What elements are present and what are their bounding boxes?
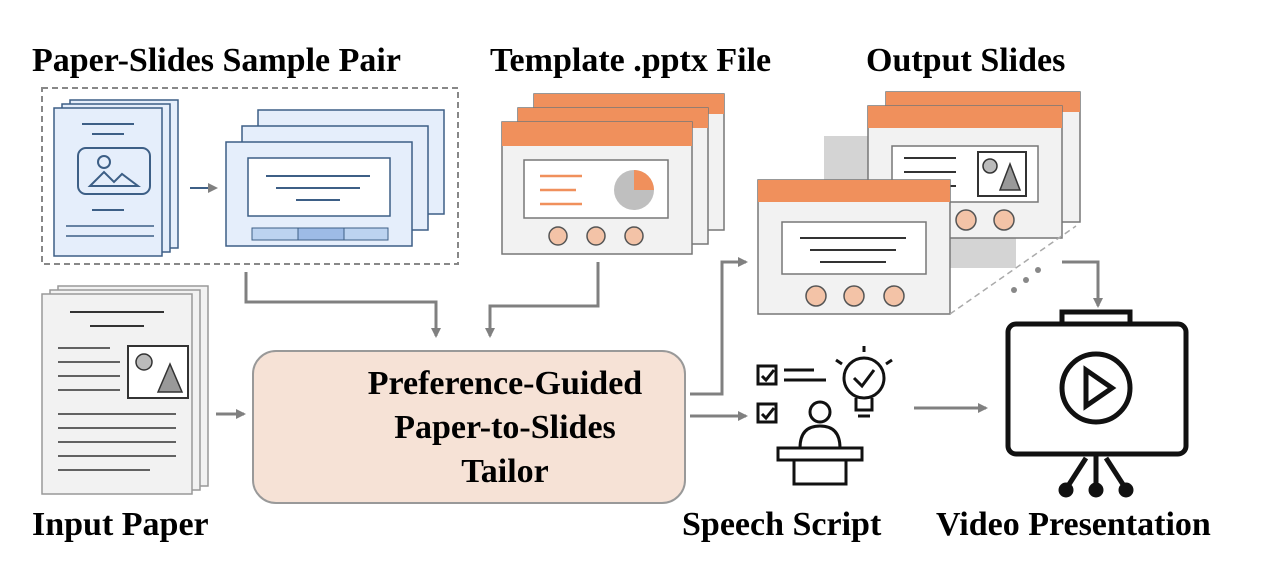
sample-pair-label: Paper-Slides Sample Pair [32,42,401,79]
sample-pair-group [41,87,459,265]
flow-arrows [216,257,1103,421]
arrow-tailor-to-slides [690,257,748,396]
tailor-title-line1: Preference-Guided [367,365,643,402]
tailor-module-box [252,350,686,504]
tailor-title-line3: Tailor [461,453,549,490]
input-paper-icon [41,285,209,495]
presentation-screen-icon [1005,309,1189,498]
speech-script-label: Speech Script [682,506,882,543]
tailor-title-line2: Paper-to-Slides [394,409,616,446]
speaker-checklist-icon [756,346,893,486]
tailor-module-title: Preference-Guided Paper-to-Slides Tailor [330,362,680,494]
input-paper-label: Input Paper [32,506,209,543]
arrow-sample-to-tailor [244,272,441,338]
template-pptx-icon [501,93,725,255]
output-slides-label: Output Slides [866,42,1066,79]
template-label: Template .pptx File [490,42,772,79]
output-slides-icon [757,91,1081,315]
arrow-template-to-tailor [485,262,600,338]
arrow-slides-to-video [1062,260,1103,308]
sample-slides-icon [225,109,445,247]
sample-paper-icon [53,99,179,257]
video-presentation-label: Video Presentation [936,506,1211,543]
